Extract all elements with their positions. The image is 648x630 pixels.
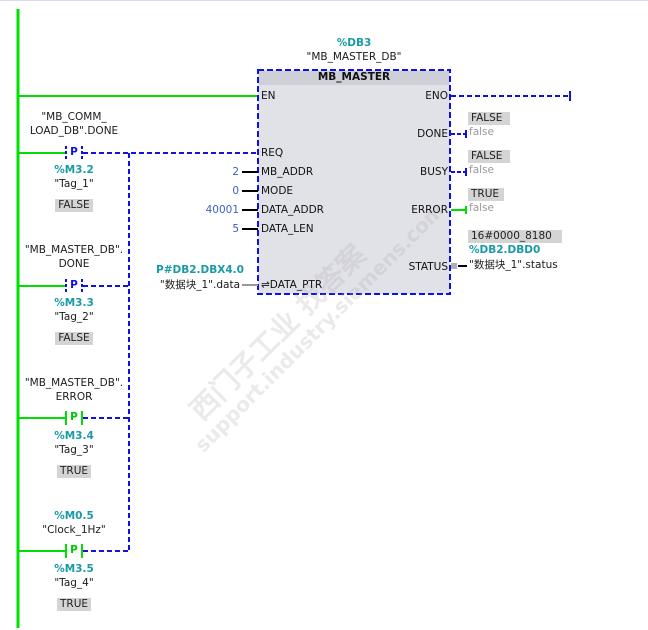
pin-busy: BUSY (420, 166, 448, 178)
contact3-edge-address: %M3.4 (54, 430, 94, 442)
contact4-edge-address: %M3.5 (54, 563, 94, 575)
error-monitor-value: TRUE (468, 188, 504, 201)
done-monitor-value: FALSE (468, 112, 510, 125)
function-block-body[interactable] (257, 69, 451, 295)
mode-value[interactable]: 0 (232, 185, 239, 197)
error-operand[interactable]: false (469, 202, 494, 214)
contact2-edge-address: %M3.3 (54, 297, 94, 309)
instance-db-name[interactable]: "MB_MASTER_DB" (306, 51, 402, 63)
pin-status: STATUS (408, 261, 448, 273)
pin-data-addr: DATA_ADDR (261, 204, 324, 216)
contact3-operand-line2[interactable]: ERROR (55, 391, 93, 403)
data-ptr-address: P#DB2.DBX4.0 (156, 264, 244, 276)
contact4-monitor: TRUE (57, 598, 91, 611)
busy-monitor-value: FALSE (468, 150, 510, 163)
pin-error: ERROR (411, 204, 448, 216)
pin-done: DONE (417, 128, 448, 140)
contact1-monitor: FALSE (55, 199, 93, 212)
top-border (0, 0, 648, 1)
data-ptr-operand[interactable]: "数据块_1".data (159, 279, 240, 291)
contact4-type[interactable]: P (70, 544, 78, 556)
contact3-type[interactable]: P (70, 411, 78, 423)
data-addr-value[interactable]: 40001 (205, 204, 239, 216)
contact4-operand-address: %M0.5 (54, 510, 94, 522)
pin-mb-addr: MB_ADDR (261, 166, 314, 178)
busy-operand[interactable]: false (469, 164, 494, 176)
contact2-edge-tag[interactable]: "Tag_2" (54, 311, 94, 323)
pin-mode: MODE (261, 185, 294, 197)
pin-eno: ENO (425, 90, 448, 102)
contact3-edge-tag[interactable]: "Tag_3" (54, 444, 94, 456)
contact3-operand-line1[interactable]: "MB_MASTER_DB". (24, 377, 124, 389)
data-len-value[interactable]: 5 (232, 223, 239, 235)
instance-db-address: %DB3 (336, 37, 372, 49)
status-operand[interactable]: "数据块_1".status (469, 259, 558, 271)
status-address: %DB2.DBD0 (469, 244, 541, 256)
pin-req: REQ (261, 147, 284, 159)
contact2-operand-line2[interactable]: DONE (58, 258, 90, 270)
contact2-monitor: FALSE (55, 332, 93, 345)
contact3-monitor: TRUE (57, 465, 91, 478)
function-block-header (259, 71, 449, 85)
contact1-operand-line1[interactable]: "MB_COMM_ (41, 111, 107, 123)
contact4-operand-tag[interactable]: "Clock_1Hz" (42, 524, 106, 536)
done-operand[interactable]: false (469, 126, 494, 138)
contact1-operand-line2[interactable]: LOAD_DB".DONE (29, 125, 119, 137)
pin-data-ptr: ⇌DATA_PTR (261, 279, 323, 291)
contact2-type[interactable]: P (70, 279, 78, 291)
contact2-operand-line1[interactable]: "MB_MASTER_DB". (24, 244, 124, 256)
contact1-edge-tag[interactable]: "Tag_1" (54, 178, 94, 190)
pin-en: EN (261, 90, 276, 102)
contact1-edge-address: %M3.2 (54, 164, 94, 176)
mb-addr-value[interactable]: 2 (232, 166, 239, 178)
block-title: MB_MASTER (317, 71, 391, 83)
status-monitor-value: 16#0000_8180 (468, 230, 562, 243)
pin-data-len: DATA_LEN (261, 223, 314, 235)
contact1-type[interactable]: P (70, 146, 78, 158)
status-pin-marker (451, 263, 457, 269)
contact4-edge-tag[interactable]: "Tag_4" (54, 577, 94, 589)
